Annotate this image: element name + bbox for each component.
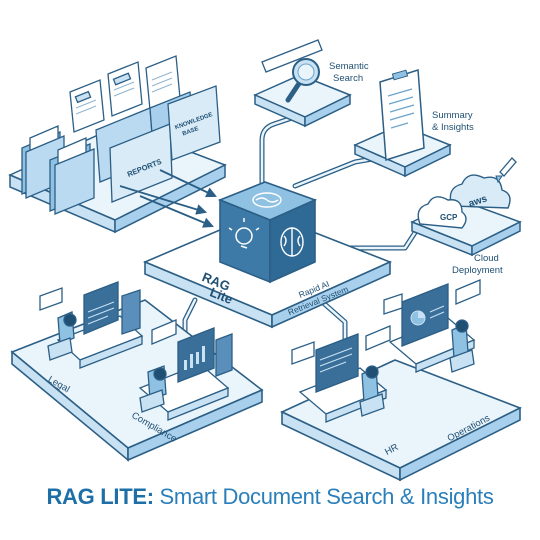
summary-label-line2: & Insights [432,122,474,133]
hr-screen-lines [319,347,353,373]
cloud-label-line1: Cloud [474,253,499,264]
ai-cube [217,181,318,284]
operations-screen-pie [410,305,445,326]
semantic-search-label-line2: Search [333,73,363,84]
cloud-label-line2: Deployment [452,265,503,276]
rocket-icon [495,157,517,184]
page-title-rest: Smart Document Search & Insights [153,484,494,509]
clipboard-icon [379,69,425,161]
lightbulb-icon [228,218,260,249]
page-title-strong: RAG LITE: [46,484,154,509]
semantic-search-label-line1: Semantic [329,61,369,72]
data-flow-arrows [119,169,217,228]
summary-label-line1: Summary [432,110,473,121]
magnifier-icon [285,58,320,103]
legal-screen-chart [87,301,115,325]
legal-workstation [39,281,144,369]
compliance-screen-bars [184,346,205,370]
semantic-search-platform [253,39,352,128]
gcp-logo: GCP [440,213,458,222]
folder-label-kb-line2: BASE [182,126,200,137]
folder-stack [21,55,221,215]
cloud-icon [417,174,511,229]
brain-circuit-icon [280,227,304,257]
hr-workstation [291,325,391,423]
brain-icon [252,192,282,208]
operations-workstation [383,279,481,373]
page-title: RAG LITE: Smart Document Search & Insigh… [0,484,540,510]
